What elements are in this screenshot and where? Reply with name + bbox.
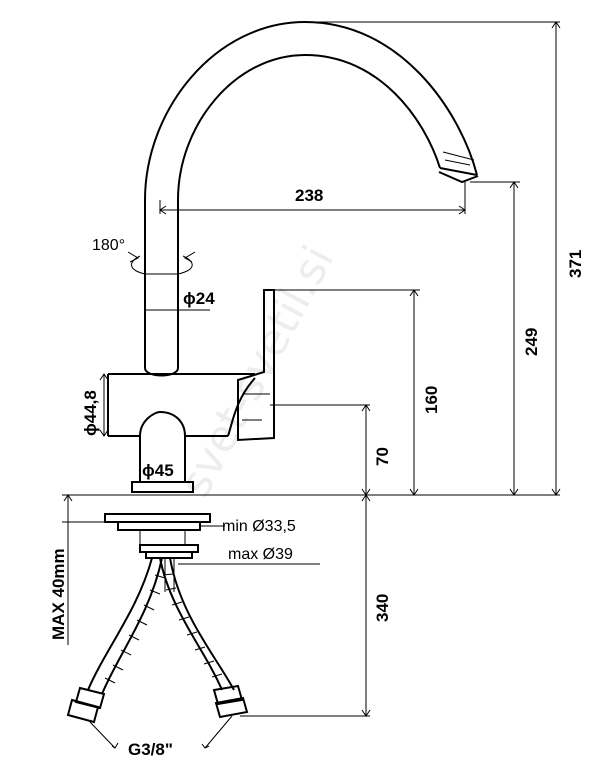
dim-base-height: 70 xyxy=(373,447,392,466)
note-hole-max: max Ø39 xyxy=(228,546,293,563)
watermark: svet-svetil.si xyxy=(170,238,345,506)
note-hole-min: min Ø33,5 xyxy=(222,518,296,535)
dim-body-diameter: ϕ44,8 xyxy=(81,390,100,436)
flexible-hoses xyxy=(66,557,249,724)
dim-thread: G3/8" xyxy=(128,740,173,759)
dim-lever-height: 160 xyxy=(422,386,441,414)
dim-base-diameter: ϕ45 xyxy=(142,461,174,480)
dim-max-deck: MAX 40mm xyxy=(49,548,68,640)
dimension-lines xyxy=(62,21,561,749)
rotation-arrows-icon xyxy=(127,251,196,275)
rotation-label: 180° xyxy=(92,237,125,254)
dim-below-deck: 340 xyxy=(373,594,392,622)
dim-spout-height: 249 xyxy=(522,328,541,356)
spout xyxy=(144,20,479,368)
dim-reach: 238 xyxy=(295,186,323,205)
deck-mounting xyxy=(104,513,211,592)
dim-spout-diameter: ϕ24 xyxy=(183,289,215,308)
dim-total-height: 371 xyxy=(566,250,585,278)
